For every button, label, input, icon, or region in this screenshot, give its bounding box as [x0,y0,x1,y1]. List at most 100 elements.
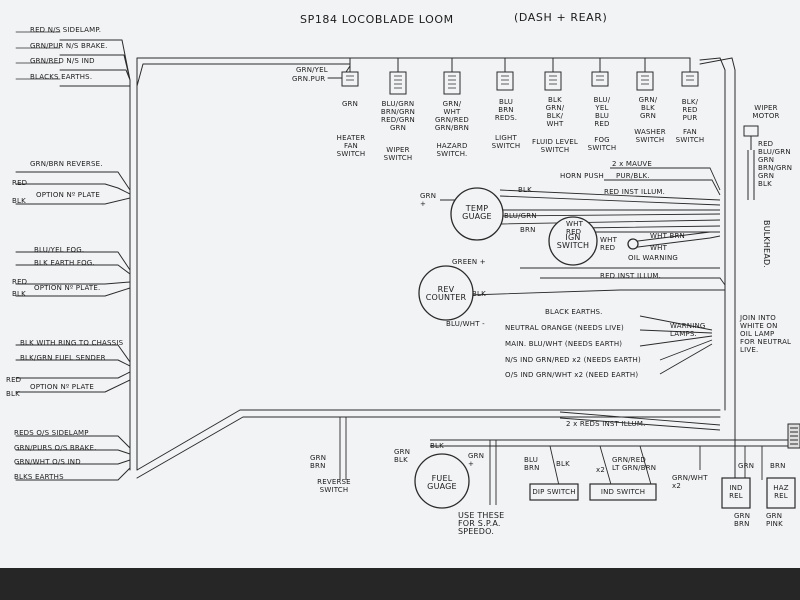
top-source-wire-2: GRN.PUR [292,75,326,83]
dip-switch-box [529,483,579,501]
fuel-gauge-top-grn: GRN + [468,452,485,468]
connector-hazard [443,71,461,95]
oil-wire-1: WHT BRN [650,232,685,240]
top-source-wire-1: GRN/YEL [296,66,328,74]
horn-feed-label: 2 x MAUVE [612,160,653,168]
temp-gauge-top-wire: BLK [518,186,532,194]
label-blk-3: BLK [6,390,20,398]
right-trunk [719,57,736,501]
dip-switch-name: DIP SWITCH [532,488,576,496]
warning-fan [639,315,713,375]
left-trunk [129,79,138,471]
warning-neutral: NEUTRAL ORANGE (NEEDS LIVE) [505,324,624,332]
wiper-motor-label: WIPER MOTOR [752,104,780,120]
ind-switch-wires: GRN/RED LT GRN/BRN [612,456,657,472]
ind-switch-name: IND SWITCH [600,488,646,496]
warning-os-ind: O/S IND GRN/WHT x2 (NEED EARTH) [505,371,639,379]
bulkhead-label: BULKHEAD. [762,220,771,269]
lower-left-wires [15,344,131,393]
fuel-gauge-left-wires: GRN BLK [394,448,411,464]
diagram-title: SP184 LOCOBLADE LOOM [300,13,454,26]
connector-washer [636,71,654,91]
upper-left-wires [59,39,131,87]
reverse-switch-wires: GRN BRN [310,454,327,470]
wiper-motor-wires: RED BLU/GRN GRN BRN/GRN GRN BLK [758,140,793,188]
ind-switch-x2: x2 [596,466,605,474]
ign-switch-dial [548,216,598,266]
table-edge [0,568,800,600]
ind-switch-box [589,483,657,501]
switch-light-name: LIGHT SWITCH [491,134,521,150]
label-grn-pur-ns-brake: GRN/PUR N/S BRAKE. [30,42,108,50]
switch-wiper-name: WIPER SWITCH [383,146,413,162]
neutral-live-note: JOIN INTO WHITE ON OIL LAMP FOR NEUTRAL … [740,314,792,354]
paper [0,0,800,570]
wiper-motor-plug [743,125,759,137]
temp-gauge-side-wire: BLU/GRN [504,212,537,220]
rev-counter-bottom-wire: BLU/WHT - [446,320,485,328]
reverse-switch-name: REVERSE SWITCH [317,478,351,494]
label-grn-purs-os-brake: GRN/PURS O/S BRAKE. [14,444,97,452]
diagram-subtitle: (DASH + REAR) [514,11,608,24]
warning-main: MAIN. BLU/WHT (NEEDS EARTH) [505,340,623,348]
switch-washer-wires: GRN/ BLK GRN [638,96,658,120]
oil-wire-2: WHT [650,244,668,252]
rev-wires [469,289,725,296]
connector-fan [681,71,699,87]
haz-rel-bottom: GRN PINK [766,512,783,528]
fuel-gauge-top-blk: BLK - [430,442,450,450]
ign-switch-name: IGN SWITCH [556,233,590,250]
ign-switch-side-wire: WHT RED [600,236,618,252]
ind-rel-name: IND REL [729,484,743,500]
switch-wiper-wires: BLU/GRN BRN/GRN RED/GRN GRN [380,100,416,132]
label-option-plate-3: OPTION Nº PLATE [30,383,95,391]
red-inst-illum-1: RED INST ILLUM. [604,188,666,196]
ind-rel-top: GRN [738,462,755,470]
label-reds-os-sidelamp: REDS O/S SIDELAMP [14,429,89,437]
diagonal-trunk [136,409,721,479]
switch-hazard-name: HAZARD SWITCH. [436,142,468,158]
temp-wires [440,189,721,225]
ign-wires [579,225,721,233]
lower-harness [430,439,790,447]
label-blk-1: BLK [12,197,26,205]
haz-rel-top: BRN [770,462,786,470]
connector-heater [341,71,359,87]
label-blu-yel-fog: BLU/YEL FOG. [34,246,85,254]
rev-counter-dial [418,265,474,321]
illum-wire [520,267,726,286]
switch-fluid-name: FLUID LEVEL SWITCH [531,138,578,154]
switch-washer-name: WASHER SWITCH [634,128,666,144]
ind-switch-grn-wht: GRN/WHT x2 [672,474,708,490]
switch-hazard-wires: GRN/ WHT GRN/RED GRN/BRN [434,100,470,132]
switch-fog-name: FOG SWITCH [587,136,617,152]
switch-fluid-wires: BLK GRN/ BLK/ WHT [545,96,565,128]
label-grn-red-ns-ind: GRN/RED N/S IND [30,57,95,65]
label-red-3: RED [6,376,22,384]
switch-light-wires: BLU BRN REDS. [494,98,518,122]
label-grn-wht-os-ind: GRN/WHT O/S IND [14,458,81,466]
speedo-note: USE THESE FOR S.P.A. SPEEDO. [458,511,505,536]
label-red-ns-sidelamp: RED N/S SIDELAMP. [30,26,102,34]
oil-wires [629,231,721,249]
warning-black-earths: BLACK EARTHS. [545,308,603,316]
fuel-gauge-dial [414,453,470,509]
horn-push-label: HORN PUSH [560,172,604,180]
ind-rel-bottom: GRN BRN [734,512,751,528]
reds-inst-illum-label: 2 x REDS INST ILLUM. [566,420,646,428]
rev-counter-name: REV COUNTER [425,285,467,302]
connector-wiper [389,71,407,95]
label-blk-grn-fuel-sender: BLK/GRN FUEL SENDER [20,354,106,362]
dip-switch-wires-2: BLK [556,460,570,468]
connector-fog [591,71,609,87]
ign-switch-top-wire: WHT RED [566,220,584,236]
label-blk-earth-fog: BLK EARTH FOG. [34,259,95,267]
temp-gauge-bottom-wire: BRN [520,226,536,234]
label-blk-2: BLK [12,290,26,298]
label-red-1: RED [12,179,28,187]
horn-wire-label: PUR/BLK. [616,172,650,180]
oil-warning-label: OIL WARNING [628,254,679,262]
fuel-gauge-name: FUEL GUAGE [427,474,457,491]
fog-wires [15,251,131,297]
